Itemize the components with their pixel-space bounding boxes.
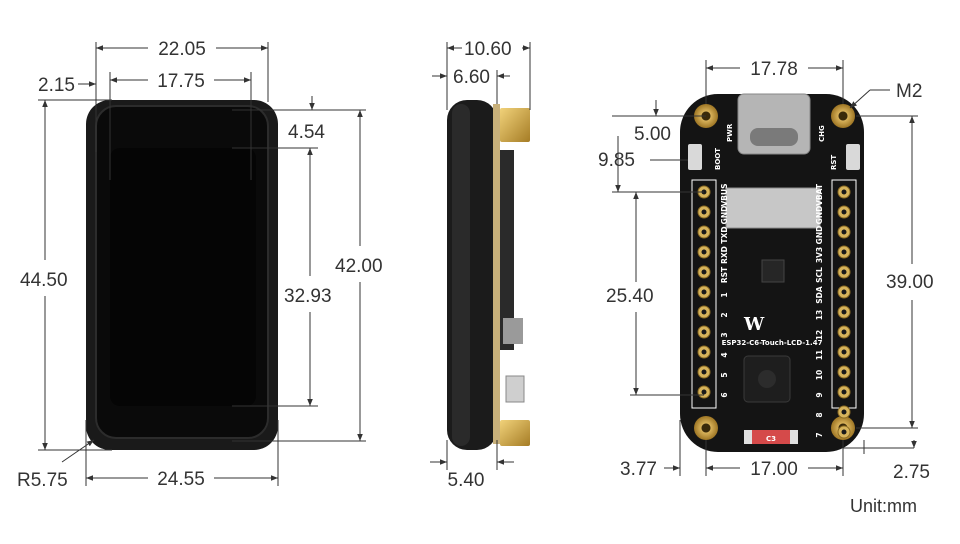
pin-label: 8 [815,412,824,417]
header-pin-hole [841,409,847,415]
pin-label: 7 [815,432,824,437]
pin-label: 5 [720,372,729,377]
imu-chip [761,259,785,283]
header-pin-hole [841,229,847,235]
chip-label: C3 [766,435,776,443]
header-pin-hole [841,249,847,255]
pin-label: 1 [720,292,729,297]
header-pin-hole [701,389,707,395]
dim-header-offset-top: 9.85 [598,150,635,171]
left-header [691,179,717,409]
dim-hole-span-horizontal: 17.00 [750,459,798,480]
header-pin-hole [841,349,847,355]
pin-label: SCL [815,267,824,283]
side-usb-port [503,318,523,344]
dim-bottom-offset: 5.40 [448,470,485,491]
dim-total-thickness: 10.60 [464,39,512,60]
pin-label: 10 [815,370,824,380]
header-pin-hole [841,369,847,375]
pin-label: VBAT [815,183,824,206]
header-pin-hole [841,289,847,295]
dim-corner-radius: R5.75 [17,470,68,491]
dim-hole-offset-top: 5.00 [634,124,671,145]
pin-label: GND [815,206,824,225]
side-pcb [493,104,500,444]
silk-pwr: PWR [726,123,734,142]
dim-right-inner: 4.54 [288,122,325,143]
dim-usb-width: 17.78 [750,59,798,80]
dim-screen-height: 32.93 [284,286,332,307]
pin-label: GND [720,206,729,225]
boot-button [688,144,702,170]
dim-left-height: 44.50 [20,270,68,291]
reset-button [846,144,860,170]
header-pin-hole [841,329,847,335]
header-pin-hole [701,229,707,235]
pin-label: 6 [720,392,729,397]
header-pin-hole [841,429,847,435]
dim-body-thickness: 6.60 [453,67,490,88]
silk-rst-button: RST [830,155,838,170]
header-pin-hole [701,309,707,315]
pin-label: 2 [720,312,729,317]
header-pin-hole [841,189,847,195]
sd-card-slot [725,187,821,229]
header-pin-hole [841,269,847,275]
waveshare-logo: W [743,314,765,335]
header-pin-hole [701,329,707,335]
pin-label: 11 [815,350,824,360]
side-components [500,150,514,350]
side-button [505,375,525,403]
mount-hole-top-right [831,104,855,128]
side-view: 10.60 6.60 5.40 [430,39,531,491]
pin-label: 3V3 [815,247,824,263]
header-pin-hole [841,209,847,215]
header-pin-hole [701,349,707,355]
right-header-pins [837,185,851,439]
pin-label: 13 [815,310,824,320]
pin-label: 4 [720,352,729,357]
header-pin-hole [841,389,847,395]
header-pin-hole [701,249,707,255]
left-header-pins [697,185,711,399]
header-pin-hole [701,209,707,215]
side-connector-bottom [500,420,530,446]
side-case-edge [452,104,470,446]
dim-top-overall: 22.05 [158,39,206,60]
dim-left-hole-offset: 3.77 [620,459,657,480]
pin-label: 3 [720,332,729,337]
pin-label: 9 [815,392,824,397]
front-view: 22.05 17.75 2.15 42.00 4.54 32.93 44.50 [17,39,383,491]
pin-label: VBUS [720,183,729,206]
mount-hole-bottom-left [694,416,718,440]
dim-bottom-hole-offset: 2.75 [893,462,930,483]
pin-label: RXD [720,246,729,264]
silk-boot: BOOT [714,148,722,170]
header-pin-hole [701,269,707,275]
pin-label: RST [720,266,729,283]
header-pin-hole [701,369,707,375]
dim-top-screen: 17.75 [157,71,205,92]
dim-right-outer: 42.00 [335,256,383,277]
pin-label: GND [815,226,824,245]
dim-hole-span-vertical: 39.00 [886,272,934,293]
header-pin-hole [841,309,847,315]
front-screen [110,148,256,406]
pcb-view: BOOT PWR CHG RST VBUSGNDTXDRXDRST123456 … [598,59,934,483]
dim-bezel-offset: 2.15 [38,75,75,96]
header-pin-hole [701,289,707,295]
silk-chg: CHG [818,125,826,142]
pin-label: SDA [815,286,824,304]
dim-mount-hole: M2 [896,81,922,102]
dim-header-span: 25.40 [606,286,654,307]
pin-label: TXD [720,226,729,243]
board-label: ESP32-C6-Touch-LCD-1.47 [722,339,823,347]
unit-label: Unit:mm [850,496,917,516]
pin-label: 12 [815,330,824,340]
side-connector-top [500,108,530,142]
dim-bottom-width: 24.55 [157,469,205,490]
